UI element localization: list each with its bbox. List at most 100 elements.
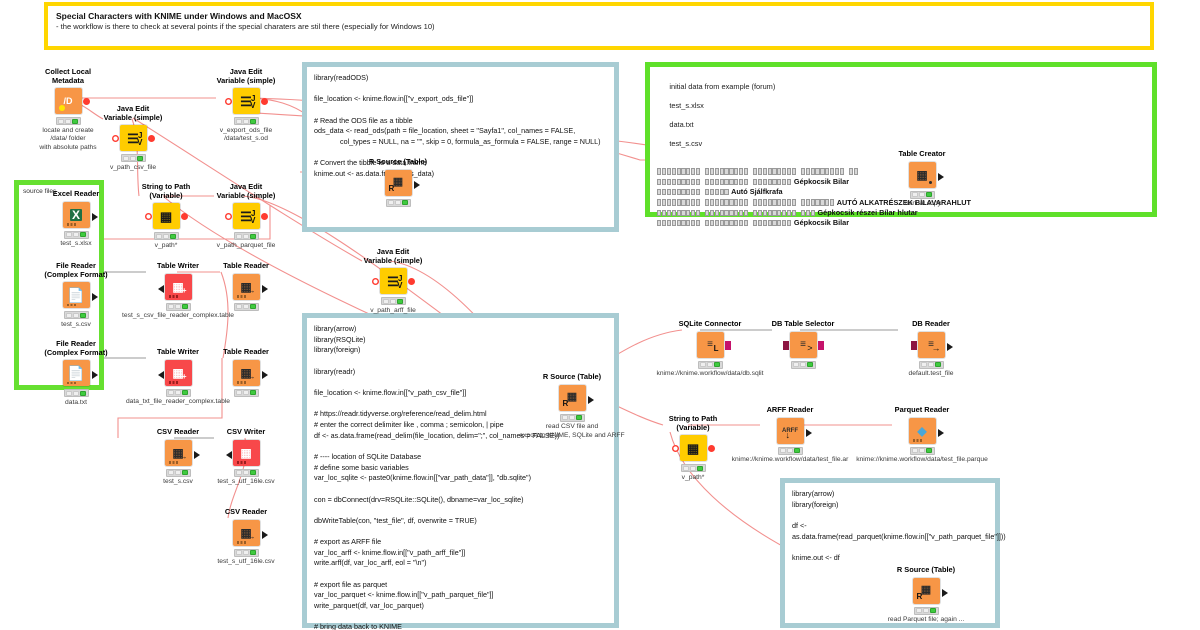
output-port[interactable] (91, 212, 98, 221)
node-body[interactable]: ≡→ (893, 331, 969, 359)
path-icon[interactable]: ▦ (144, 203, 188, 230)
node-body[interactable]: ▦→ (208, 273, 284, 301)
output-port[interactable] (946, 342, 953, 351)
variable-output-port[interactable] (260, 98, 268, 106)
node-body[interactable]: ▦→ (208, 519, 284, 547)
node-file-reader-txt[interactable]: File Reader (Complex Format)📄data.txt (38, 339, 114, 407)
node-table-reader-1[interactable]: Table Reader▦→ (208, 261, 284, 312)
node-csv-writer[interactable]: CSV Writer▦test_s_utf_16le.csv (208, 427, 284, 487)
file-icon[interactable]: 📄 (62, 360, 98, 387)
node-body[interactable]: ▦ (128, 202, 204, 230)
variable-input-port[interactable] (224, 213, 232, 221)
node-table-reader-2[interactable]: Table Reader▦→ (208, 347, 284, 398)
node-table-writer-2[interactable]: Table Writer▦+data_txt_file_reader_compl… (103, 347, 253, 407)
node-body[interactable]: ARFF↓ (715, 417, 865, 445)
node-body[interactable]: 📄 (38, 359, 114, 387)
db-output-port[interactable] (817, 340, 824, 350)
input-port[interactable] (225, 450, 232, 459)
csvwrite-icon[interactable]: ▦ (225, 439, 260, 466)
node-body[interactable]: ▦R (497, 384, 647, 412)
output-port[interactable] (261, 284, 268, 293)
node-db-reader[interactable]: DB Reader≡→default.test_file (893, 319, 969, 379)
node-table-writer-1[interactable]: Table Writer▦+test_s_csv_file_reader_com… (103, 261, 253, 321)
node-csv-reader-1[interactable]: CSV Reader▦→test_s.csv (140, 427, 216, 487)
output-port[interactable] (91, 371, 98, 380)
node-r-source-ods[interactable]: R Source (Table)▦R (360, 157, 436, 208)
parquet-icon[interactable]: ◆ (908, 417, 944, 444)
node-csv-reader-2[interactable]: CSV Reader▦→test_s_utf_16le.csv (208, 507, 284, 567)
db-output-port[interactable] (724, 340, 731, 350)
variable-input-port[interactable] (111, 135, 119, 143)
node-body[interactable]: /D (0, 87, 143, 115)
node-body[interactable]: ≡> (765, 331, 841, 359)
variable-output-port[interactable] (260, 213, 268, 221)
variable-output-port[interactable] (180, 213, 188, 221)
node-body[interactable]: ◆ (847, 417, 997, 445)
variable-input-port[interactable] (144, 213, 152, 221)
r-icon[interactable]: ▦R (558, 384, 594, 411)
flow-variable-output-port[interactable] (82, 98, 90, 106)
node-body[interactable]: ≡L (635, 331, 785, 359)
path-icon[interactable]: ▦ (671, 435, 715, 462)
arff-icon[interactable]: ARFF↓ (776, 417, 812, 444)
tablecreate-icon[interactable]: ▦ (908, 161, 944, 188)
output-port[interactable] (261, 530, 268, 539)
dbsel-icon[interactable]: ≡> (782, 331, 824, 358)
output-port[interactable] (805, 428, 812, 437)
tableread-icon[interactable]: ▦→ (232, 359, 268, 386)
node-body[interactable]: ▦R (360, 169, 436, 197)
tableread-icon[interactable]: ▦→ (232, 273, 268, 300)
node-parquet-reader[interactable]: Parquet Reader◆knime://knime.workflow/da… (847, 405, 997, 465)
output-port[interactable] (91, 293, 98, 302)
variable-input-port[interactable] (371, 278, 379, 286)
node-db-table-selector[interactable]: DB Table Selector≡> (765, 319, 841, 370)
output-port[interactable] (937, 172, 944, 181)
variable-output-port[interactable] (407, 278, 415, 286)
node-body[interactable]: ▦→ (208, 359, 284, 387)
node-file-reader-csv[interactable]: File Reader (Complex Format)📄test_s.csv (38, 261, 114, 329)
output-port[interactable] (941, 588, 948, 597)
tablewrite-icon[interactable]: ▦+ (157, 359, 192, 386)
node-body[interactable]: ▦→ (140, 439, 216, 467)
node-body[interactable]: 📄 (38, 281, 114, 309)
output-port[interactable] (413, 180, 420, 189)
output-port[interactable] (261, 370, 268, 379)
variable-output-port[interactable] (147, 135, 155, 143)
node-body[interactable]: ▦+ (103, 359, 253, 387)
xlsx-icon[interactable]: X (62, 201, 98, 228)
variable-input-port[interactable] (224, 98, 232, 106)
db-input-port[interactable] (910, 340, 917, 350)
node-string-to-path-2[interactable]: String to Path (Variable)▦v_path* (655, 414, 731, 482)
output-port[interactable] (937, 428, 944, 437)
output-port[interactable] (587, 395, 594, 404)
r-icon[interactable]: ▦R (912, 577, 948, 604)
output-port[interactable] (193, 450, 200, 459)
node-body[interactable]: ▦ (208, 439, 284, 467)
input-port[interactable] (157, 284, 164, 293)
d-icon[interactable]: /D (54, 88, 90, 115)
db-input-port[interactable] (782, 340, 789, 350)
r-icon[interactable]: ▦R (384, 169, 420, 196)
file-icon[interactable]: 📄 (62, 282, 98, 309)
csvread-icon[interactable]: ▦→ (164, 439, 200, 466)
variable-input-port[interactable] (671, 445, 679, 453)
node-body[interactable]: ▦ (655, 434, 731, 462)
variable-output-port[interactable] (707, 445, 715, 453)
node-body[interactable]: X (38, 201, 114, 229)
